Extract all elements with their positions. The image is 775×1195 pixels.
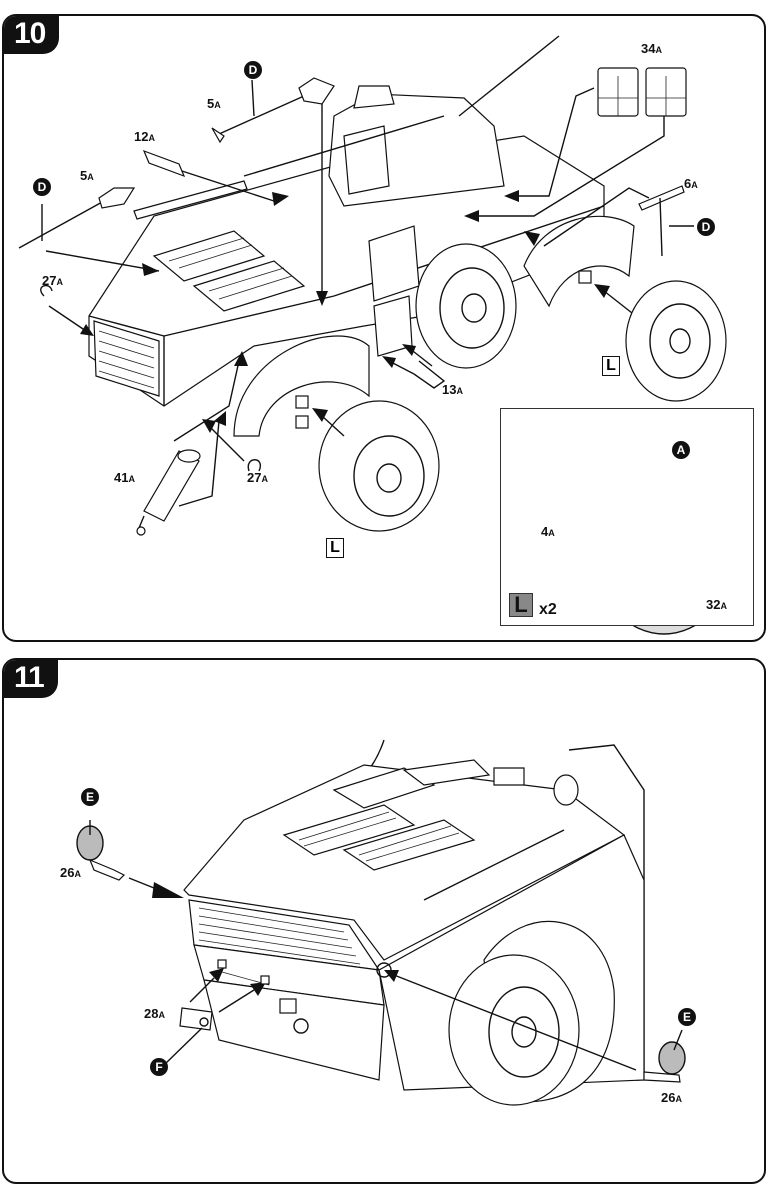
pickaxe-part-6 [524,185,694,257]
part-label-4a: 4A [541,524,555,539]
wheel-subassembly-mark: L [602,356,620,376]
jerrycan-parts-34 [464,67,687,222]
part-label-32a: 32A [706,597,727,612]
part-label-26a-right: 26A [661,1090,682,1105]
wheel-right [594,280,727,402]
wheel-assembly-inset: A 4A 32A L x2 [500,408,754,626]
step-11-panel: 11 E 26A 28A F E 26A [2,658,766,1184]
wheel-front [312,400,440,532]
step-10-panel: 10 D 5A 12A D 5A 27A 34A 6A D 13A L L 41… [2,14,766,642]
part-label-27a-left: 27A [42,273,63,288]
hook-part-27-bottom [202,419,262,472]
part-label-13a: 13A [442,382,463,397]
shovel-part-left [18,187,160,276]
quantity-label: x2 [539,601,557,618]
step-number-badge: 10 [4,16,60,54]
headlight-part-right [384,970,686,1083]
color-code-badge: D [33,178,51,196]
color-code-badge: E [678,1008,696,1026]
color-code-badge: D [697,218,715,236]
part-label-27a-bottom: 27A [247,470,268,485]
rail-part-12 [142,149,289,206]
part-label-12a: 12A [134,129,155,144]
color-code-badge: F [150,1058,168,1076]
handle-part-13 [382,344,446,389]
part-label-41a: 41A [114,470,135,485]
plate-part-28 [163,959,270,1066]
color-code-badge: E [81,788,99,806]
part-label-28a: 28A [144,1006,165,1021]
color-code-badge: D [244,61,262,79]
step-number-badge: 11 [4,660,58,698]
part-label-26a-left: 26A [60,865,81,880]
part-label-6a: 6A [684,176,698,191]
tube-part-41 [136,351,248,536]
part-label-34a: 34A [641,41,662,56]
part-label-5a-top: 5A [207,96,221,111]
color-code-badge: A [672,441,690,459]
wheel-subassembly-mark: L [326,538,344,558]
headlight-part-left [76,820,184,898]
vehicle-hull [88,35,635,437]
shovel-part-top [211,77,335,144]
hook-part-27-left [40,284,94,336]
step-11-illustration [76,739,686,1106]
vehicle-front [183,739,645,1106]
part-label-5a-left: 5A [80,168,94,183]
wheel-subassembly-mark: L [509,593,533,617]
